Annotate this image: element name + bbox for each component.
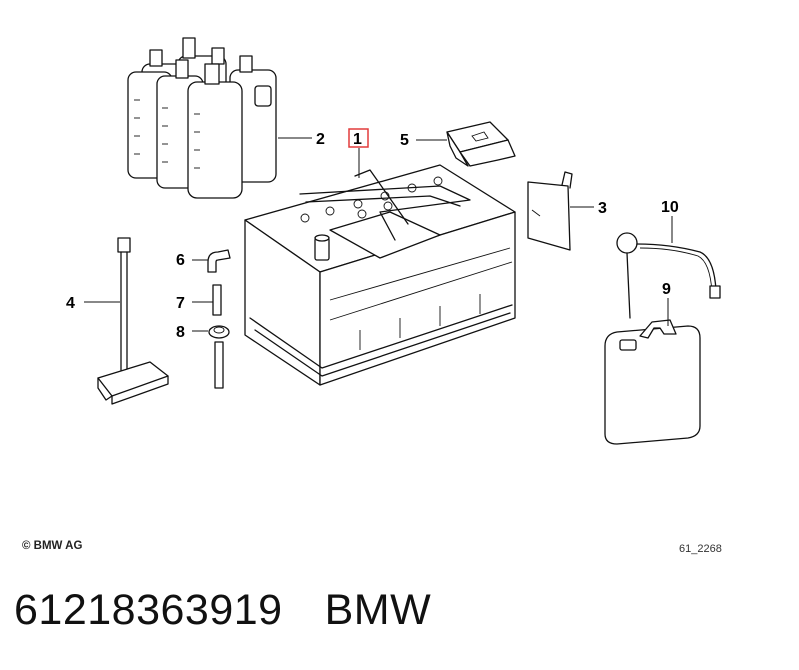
part-3-plate bbox=[527, 171, 573, 251]
callout-10[interactable]: 10 bbox=[661, 199, 679, 216]
callout-2[interactable]: 2 bbox=[316, 131, 325, 148]
callout-1[interactable]: 1 bbox=[353, 131, 362, 148]
callout-7[interactable]: 7 bbox=[176, 295, 185, 312]
callout-3[interactable]: 3 bbox=[598, 200, 607, 217]
callout-4[interactable]: 4 bbox=[66, 295, 75, 312]
part-caption: 61218363919 BMW bbox=[14, 586, 431, 635]
exploded-view-drawing: 1 2 3 4 5 6 7 8 9 10 bbox=[66, 37, 721, 445]
part-10-tester bbox=[616, 232, 721, 319]
part-1-battery bbox=[244, 164, 516, 386]
copyright-text: © BMW AG bbox=[22, 540, 83, 552]
callout-6[interactable]: 6 bbox=[176, 252, 185, 269]
leader-lines bbox=[84, 137, 673, 332]
part-8-grommet bbox=[208, 325, 230, 389]
figure-reference: 61_2268 bbox=[679, 543, 722, 555]
part-9-canister bbox=[604, 319, 701, 445]
brand-name: BMW bbox=[324, 586, 432, 634]
callout-8[interactable]: 8 bbox=[176, 324, 185, 341]
part-2-fluid-bottles bbox=[127, 37, 277, 199]
part-4-hold-down bbox=[97, 237, 169, 405]
callout-9[interactable]: 9 bbox=[662, 281, 671, 298]
part-7-tube bbox=[212, 284, 222, 316]
part-number: 61218363919 bbox=[14, 586, 283, 634]
callout-labels: 1 2 3 4 5 6 7 8 9 10 bbox=[66, 128, 679, 341]
part-5-terminal-cover bbox=[446, 121, 516, 167]
callout-5[interactable]: 5 bbox=[400, 132, 409, 149]
highlight-box bbox=[348, 128, 369, 148]
part-6-elbow bbox=[207, 249, 231, 273]
